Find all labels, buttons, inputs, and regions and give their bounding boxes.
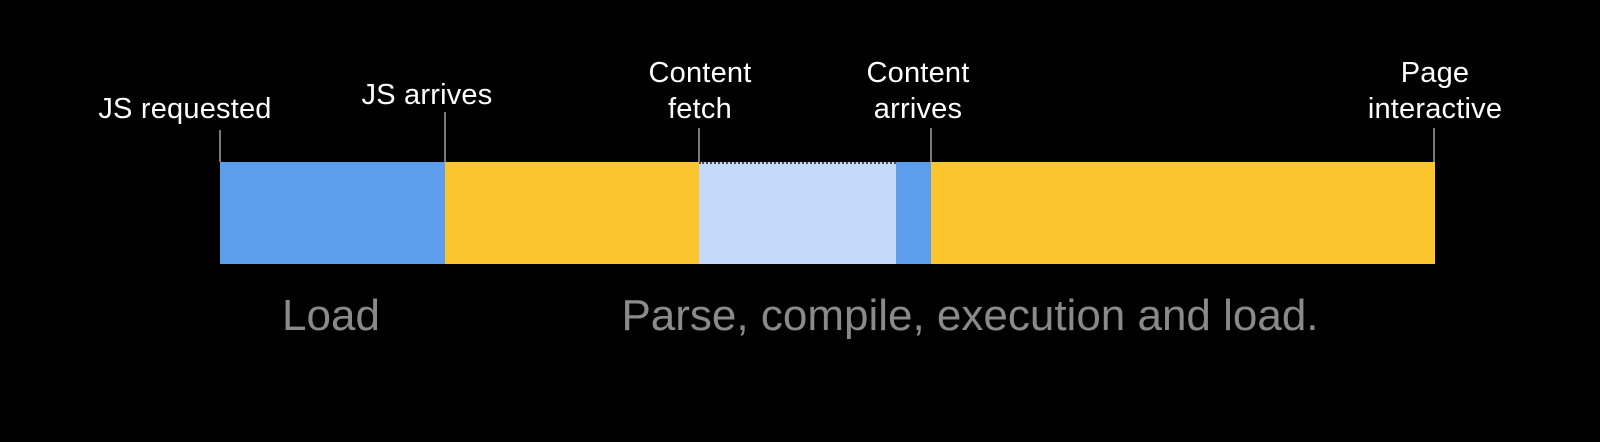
milestone-label-page-interactive: Page interactive — [1367, 57, 1503, 125]
milestone-label-content-fetch: Content fetch — [648, 57, 752, 125]
segment-js-load — [220, 162, 445, 264]
milestone-label-js-arrives: JS arrives — [361, 79, 493, 111]
caption-load: Load — [282, 291, 380, 340]
milestone-tick-content-fetch — [698, 128, 700, 162]
milestone-tick-js-requested — [219, 130, 221, 162]
milestone-label-js-requested: JS requested — [98, 93, 272, 125]
milestone-tick-content-arrives — [930, 128, 932, 162]
segment-parse-compile — [445, 162, 699, 264]
segment-content-fetch — [699, 162, 896, 264]
milestone-label-content-arrives: Content arrives — [866, 57, 970, 125]
caption-parse-compile-execution-load: Parse, compile, execution and load. — [621, 291, 1319, 340]
milestone-tick-js-arrives — [444, 112, 446, 162]
segment-execution — [931, 162, 1435, 264]
segment-content-arrives — [896, 162, 931, 264]
milestone-tick-page-interactive — [1433, 128, 1435, 162]
